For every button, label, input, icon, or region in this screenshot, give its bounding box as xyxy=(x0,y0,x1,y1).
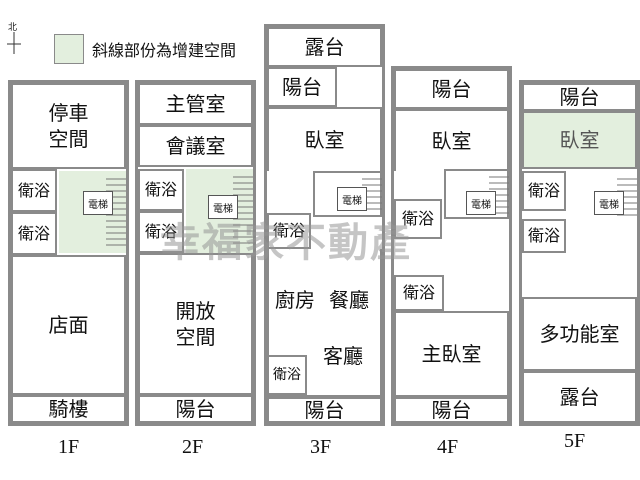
compass-north-label: 北 xyxy=(8,23,18,33)
room-multipurpose-label: 多功能室 xyxy=(539,322,620,346)
room-balcony-bottom-label: 陽台 xyxy=(431,398,472,422)
elevator-label: 電梯 xyxy=(213,203,233,215)
room-parking: 停車 空間 xyxy=(11,83,126,169)
room-bath-1-label: 衛浴 xyxy=(144,180,177,199)
room-multipurpose: 多功能室 xyxy=(522,297,637,371)
room-balcony: 陽台 xyxy=(138,395,253,423)
room-bedroom: 臥室 xyxy=(267,107,382,171)
room-bath-2-label: 衛浴 xyxy=(144,222,177,241)
floor-plan-5f: 陽台 臥室 衛浴 衛浴 電梯 多功能室 露台 xyxy=(519,80,640,426)
room-balcony-top-label: 陽台 xyxy=(282,75,322,99)
room-office: 主管室 xyxy=(138,83,253,125)
elevator: 電梯 xyxy=(83,191,113,215)
room-balcony-top-label: 陽台 xyxy=(559,85,600,109)
room-shop-label: 店面 xyxy=(48,313,89,337)
room-bath-1-label: 衛浴 xyxy=(527,181,560,200)
room-bedroom: 臥室 xyxy=(394,109,509,171)
room-bath-1-label: 衛浴 xyxy=(17,180,50,200)
room-meeting: 會議室 xyxy=(138,125,253,167)
room-bath-2: 衛浴 xyxy=(522,219,566,253)
room-bath-2-label: 衛浴 xyxy=(527,226,560,245)
elevator-label: 電梯 xyxy=(342,195,362,207)
room-living-label: 客廳 xyxy=(323,344,363,368)
elevator: 電梯 xyxy=(337,187,367,211)
floor-plan-2f: 主管室 會議室 衛浴 衛浴 電梯 開放 空間 陽台 xyxy=(135,80,256,426)
room-master-bedroom: 主臥室 xyxy=(394,311,509,397)
room-balcony-top: 陽台 xyxy=(267,67,337,107)
floor-label-4f: 4F xyxy=(437,436,459,458)
floor-label-3f: 3F xyxy=(310,436,332,458)
elevator-label: 電梯 xyxy=(599,199,619,211)
floor-label-2f: 2F xyxy=(182,436,204,458)
room-open-space: 開放 空間 xyxy=(138,253,253,395)
room-bath-2: 衛浴 xyxy=(394,275,444,311)
room-balcony-bottom: 陽台 xyxy=(267,397,382,423)
room-balcony-label: 陽台 xyxy=(175,397,216,421)
floor-plan-4f: 陽台 臥室 電梯 衛浴 衛浴 主臥室 陽台 xyxy=(391,66,512,426)
floor-label-5f: 5F xyxy=(564,430,586,452)
elevator: 電梯 xyxy=(594,191,624,215)
room-terrace: 露台 xyxy=(522,371,637,423)
elevator: 電梯 xyxy=(208,195,238,219)
room-bath-2-label: 衛浴 xyxy=(273,367,301,383)
room-bath-2: 衛浴 xyxy=(267,355,307,395)
room-office-label: 主管室 xyxy=(165,92,226,116)
room-bath-1: 衛浴 xyxy=(138,169,184,211)
room-balcony-top-label: 陽台 xyxy=(431,77,472,101)
room-bath-2: 衛浴 xyxy=(138,211,184,253)
room-terrace: 露台 xyxy=(267,27,382,67)
room-bedroom-label: 臥室 xyxy=(559,128,600,152)
room-shop: 店面 xyxy=(11,255,126,395)
room-parking-label: 停車 空間 xyxy=(48,101,89,151)
room-arcade: 騎樓 xyxy=(11,395,126,423)
room-bedroom: 臥室 xyxy=(522,111,637,169)
elevator-label: 電梯 xyxy=(88,199,108,211)
elevator: 電梯 xyxy=(466,191,496,215)
floor-plan-1f: 停車 空間 衛浴 衛浴 電梯 店面 騎樓 xyxy=(8,80,129,426)
room-dining-label: 餐廳 xyxy=(329,288,369,312)
room-bath-2-label: 衛浴 xyxy=(402,283,435,302)
room-bath-1: 衛浴 xyxy=(394,199,442,239)
room-bath-1: 衛浴 xyxy=(11,169,57,212)
elevator-label: 電梯 xyxy=(471,199,491,211)
room-meeting-label: 會議室 xyxy=(165,134,226,158)
room-balcony-bottom: 陽台 xyxy=(394,397,509,423)
room-terrace-label: 露台 xyxy=(304,35,345,59)
room-balcony-top: 陽台 xyxy=(394,69,509,109)
room-bath-1-label: 衛浴 xyxy=(401,209,434,228)
room-bath-1: 衛浴 xyxy=(522,171,566,211)
floor-label-1f: 1F xyxy=(58,436,80,458)
room-terrace-label: 露台 xyxy=(559,385,600,409)
legend-swatch xyxy=(54,34,84,64)
room-bath-2: 衛浴 xyxy=(11,212,57,255)
room-master-bedroom-label: 主臥室 xyxy=(421,342,482,366)
room-bedroom-label: 臥室 xyxy=(304,128,345,152)
room-open-space-label: 開放 空間 xyxy=(175,299,216,349)
compass-arrow-icon xyxy=(7,32,21,54)
legend-text: 斜線部份為增建空間 xyxy=(92,41,237,60)
room-bath-1-label: 衛浴 xyxy=(272,221,305,240)
compass: 北 xyxy=(4,20,24,56)
room-bath-1: 衛浴 xyxy=(267,213,311,249)
floor-plan-3f: 露台 陽台 臥室 電梯 衛浴 廚房 餐廳 客廳 衛浴 陽台 xyxy=(264,24,385,426)
room-balcony-bottom-label: 陽台 xyxy=(304,398,345,422)
room-bedroom-label: 臥室 xyxy=(431,129,472,153)
room-bath-2-label: 衛浴 xyxy=(17,223,50,243)
room-kitchen-label: 廚房 xyxy=(275,288,315,312)
room-arcade-label: 騎樓 xyxy=(48,397,89,421)
room-balcony-top: 陽台 xyxy=(522,83,637,111)
